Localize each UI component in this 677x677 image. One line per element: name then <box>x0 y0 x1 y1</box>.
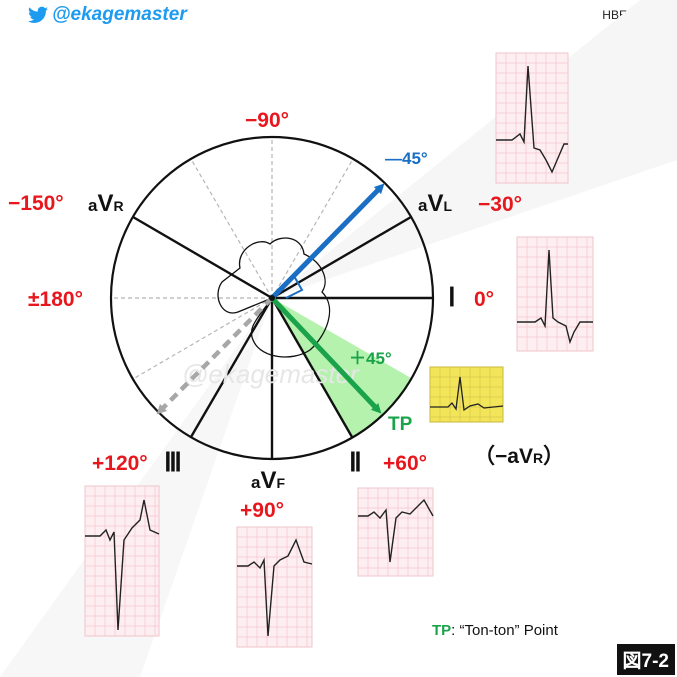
lead-label-avl: aVL <box>418 190 453 217</box>
twitter-handle: @ekagemaster <box>28 4 187 26</box>
label-plus90: +90° <box>240 499 285 522</box>
label-minus150: −150° <box>8 192 64 215</box>
twitter-bird-icon <box>28 6 48 23</box>
label-plus60: +60° <box>383 452 428 475</box>
tp-arrow <box>270 296 382 414</box>
opposite-arrow <box>156 296 274 415</box>
dashed-guides <box>111 137 354 380</box>
lead-label-avr: aVR <box>88 190 124 217</box>
handle-text: @ekagemaster <box>52 4 187 25</box>
label-minus30: −30° <box>478 193 523 216</box>
lead-label-1: Ⅰ <box>448 283 456 312</box>
lead-label-avf: aVF <box>251 467 286 494</box>
lead-label-neg-avr: （−aVR） <box>474 445 565 468</box>
bg-ray <box>272 0 677 298</box>
label-pm180: ±180° <box>28 288 83 311</box>
lead-label-2: Ⅱ <box>349 448 362 477</box>
label-tp: TP <box>388 414 413 435</box>
tp-footnote: TP: “Ton-ton” Point <box>432 622 558 639</box>
lead-lines <box>132 215 433 459</box>
ecg-strip-lead1 <box>516 236 594 352</box>
watermark-text: @ekagemaster <box>182 359 360 389</box>
label-minus90: −90° <box>245 109 290 132</box>
right-angle-marker <box>285 275 304 299</box>
label-plus120: +120° <box>92 452 148 475</box>
minus45-arrow <box>270 183 385 300</box>
ecg-strip-avl <box>495 52 569 184</box>
lead-label-3: Ⅲ <box>164 448 182 477</box>
label-minus45: ―45° <box>385 149 428 168</box>
ecg-strip-lead3 <box>84 485 160 637</box>
label-plus45: ＋45° <box>349 349 392 368</box>
ecg-strip-lead2 <box>357 487 434 577</box>
ecg-strip-neg-avr <box>429 366 504 423</box>
ecg-strip-avf <box>236 526 313 648</box>
figure-number: 図7-2 <box>616 644 675 675</box>
center-point <box>269 295 275 301</box>
label-zero: 0° <box>474 288 495 311</box>
heart-outline <box>217 237 331 358</box>
